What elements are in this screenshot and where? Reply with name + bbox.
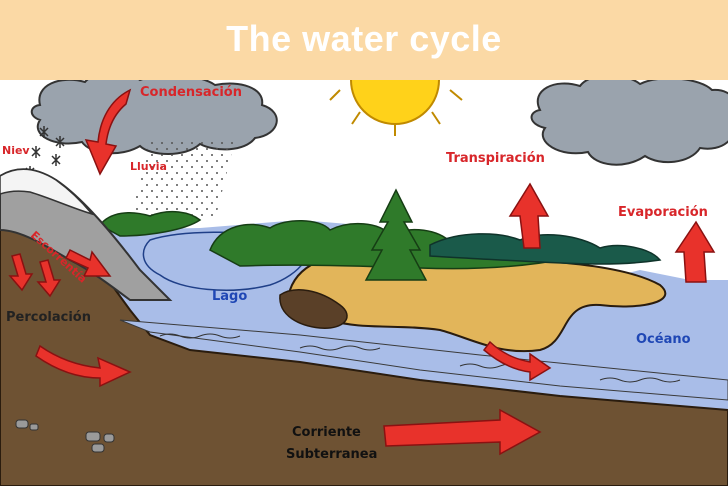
label-condensacion: Condensación <box>140 85 242 100</box>
island-rocks <box>279 289 348 329</box>
label-lluvia: Lluvia <box>130 160 167 173</box>
percolation-arrow-2-icon <box>36 259 62 298</box>
forest-left <box>98 210 202 237</box>
percolation-arrow-1-icon <box>8 253 34 292</box>
evaporation-arrow-icon <box>674 220 716 283</box>
forest-right <box>429 233 662 265</box>
label-corriente: Corriente <box>292 425 361 440</box>
groundwater-water <box>119 319 728 401</box>
ocean-flow-arrow-icon <box>482 340 552 382</box>
label-nieve: Niev <box>2 144 30 157</box>
label-lago: Lago <box>212 289 247 304</box>
label-evaporacion: Evaporación <box>618 205 708 220</box>
label-transpiracion: Transpiración <box>446 151 545 166</box>
sun-icon <box>329 80 463 136</box>
rocks <box>15 419 115 453</box>
label-percolacion: Percolación <box>6 310 91 325</box>
pine-tree-icon <box>364 188 428 281</box>
snow-cap <box>0 168 95 216</box>
cloud-right <box>530 80 728 166</box>
slide-title: The water cycle <box>226 18 502 59</box>
transpiration-arrow-icon <box>508 182 550 249</box>
rain <box>130 140 235 220</box>
runoff-arrow-icon <box>64 248 112 277</box>
label-subterranea: Subterranea <box>286 447 377 462</box>
water-cycle-diagram: Condensación Niev Lluvia Transpiración E… <box>0 80 728 486</box>
title-bar <box>0 0 728 80</box>
label-oceano: Océano <box>636 332 691 347</box>
subsurface-arrow-icon <box>35 344 132 388</box>
condensation-arrow-icon <box>84 88 132 176</box>
cloud-left <box>30 80 278 155</box>
groundwater-waves <box>159 333 681 383</box>
groundwater-arrow-icon <box>383 408 542 456</box>
